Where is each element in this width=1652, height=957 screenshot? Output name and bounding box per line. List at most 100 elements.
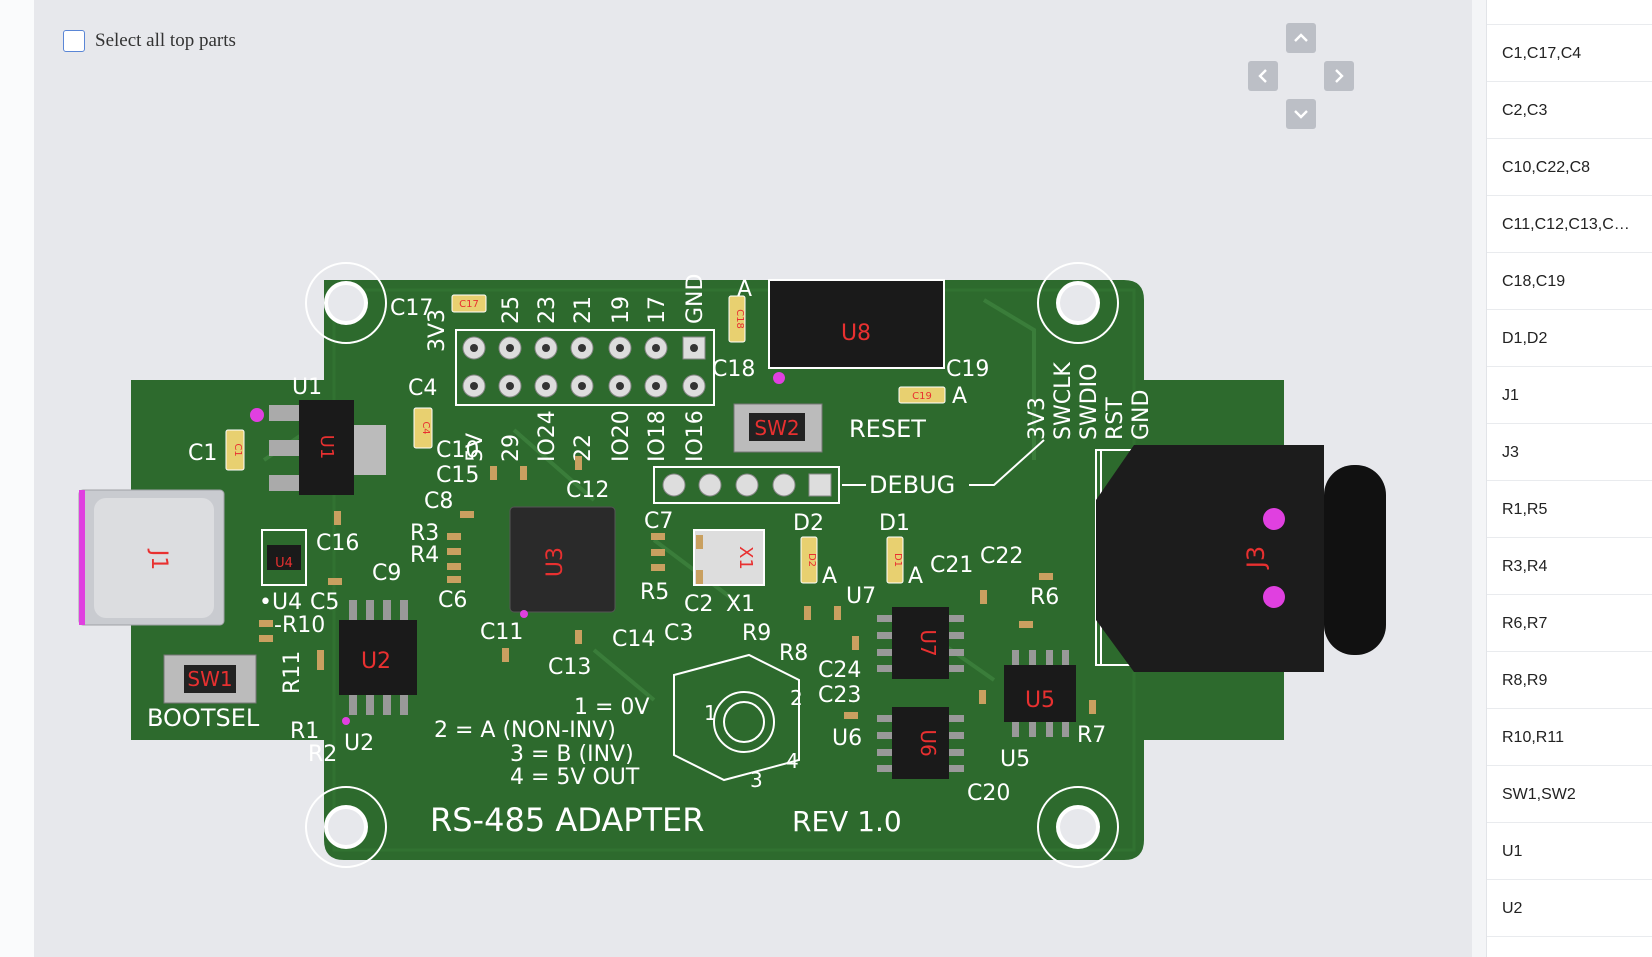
gpio-header[interactable] — [455, 329, 715, 406]
header-bottom-label: 29 — [499, 434, 524, 462]
c1-ref: C1 — [232, 443, 243, 456]
u2-chip[interactable]: U2 — [339, 600, 417, 725]
c18-ref: C18 — [734, 309, 745, 329]
board-viewer[interactable]: Select all top parts — [34, 0, 1472, 957]
parts-list-item[interactable]: R3,R4 — [1487, 538, 1652, 595]
designator-u5: U5 — [1000, 747, 1030, 772]
c19-capacitor[interactable]: C19 — [898, 386, 946, 404]
pan-up-button[interactable] — [1286, 23, 1316, 53]
designator-c5: C5 — [310, 590, 339, 615]
u2-marker — [342, 717, 350, 725]
terminal-pin-4: 4 — [786, 749, 799, 773]
parts-list-item[interactable]: C11,C12,C13,C… — [1487, 196, 1652, 253]
designator-c16: C16 — [316, 531, 359, 556]
designator-r11: R11 — [280, 651, 305, 694]
designator-c15: C15 — [436, 463, 479, 488]
sw1-bootsel-button[interactable]: SW1 — [163, 654, 257, 704]
parts-list-item[interactable]: U2 — [1487, 880, 1652, 937]
designator-u2: U2 — [344, 731, 374, 756]
rs485-terminal[interactable]: 1 2 3 4 — [673, 653, 803, 792]
c18-capacitor[interactable]: C18 — [728, 295, 746, 343]
j3-connector[interactable]: J3 — [1095, 445, 1386, 672]
reset-label: RESET — [849, 415, 926, 443]
parts-list-item[interactable]: J3 — [1487, 424, 1652, 481]
pinout-line: 1 = 0V — [574, 695, 649, 720]
u5-chip[interactable]: U5 — [1004, 650, 1076, 737]
terminal-pin-1: 1 — [704, 701, 717, 725]
x1-crystal[interactable]: X1 — [693, 529, 765, 586]
c1-capacitor[interactable]: C1 — [225, 429, 245, 471]
parts-list-item[interactable]: C18,C19 — [1487, 253, 1652, 310]
c4-capacitor[interactable]: C4 — [413, 407, 433, 449]
parts-list-item[interactable]: R10,R11 — [1487, 709, 1652, 766]
pcb-render[interactable]: J1 U1 U4 U2 — [34, 0, 1472, 957]
pinout-line: 4 = 5V OUT — [510, 765, 640, 790]
u3-marker — [520, 610, 528, 618]
header-top-label: 21 — [571, 296, 596, 324]
d1-diode[interactable]: D1 — [886, 536, 904, 584]
sw2-ref: SW2 — [754, 416, 799, 440]
designator-c3: C3 — [664, 621, 693, 646]
header-bottom-labels: 5V 29 IO24 22 IO20 IO18 IO16 — [463, 410, 708, 462]
designator-c23: C23 — [818, 683, 861, 708]
sw2-reset-button[interactable]: SW2 — [733, 403, 823, 453]
j3-ref: J3 — [1242, 546, 1270, 570]
select-all-top-parts[interactable]: Select all top parts — [63, 30, 236, 52]
left-strip — [0, 0, 34, 957]
designator-r3: R3 — [410, 521, 439, 546]
u1-regulator[interactable]: U1 — [250, 400, 386, 495]
u6-chip[interactable]: U6 — [877, 707, 964, 779]
pan-left-button[interactable] — [1248, 61, 1278, 91]
header-bottom-label: IO16 — [683, 410, 708, 462]
parts-list-item[interactable]: U1 — [1487, 823, 1652, 880]
chevron-left-icon — [1258, 69, 1267, 83]
c17-ref: C17 — [459, 299, 479, 310]
designator-x1: X1 — [726, 592, 755, 617]
parts-list-item[interactable]: D1,D2 — [1487, 310, 1652, 367]
header-top-labels: 3V3 25 23 21 19 17 GND — [425, 274, 708, 352]
parts-list-header — [1487, 0, 1652, 25]
parts-list-item[interactable]: R1,R5 — [1487, 481, 1652, 538]
designator-a: A — [908, 564, 923, 589]
sw1-ref: SW1 — [187, 667, 232, 691]
pinout-line: 2 = A (NON-INV) — [434, 718, 616, 743]
debug-header[interactable] — [653, 466, 840, 504]
parts-list-item[interactable]: R8,R9 — [1487, 652, 1652, 709]
designator-r7: R7 — [1077, 723, 1106, 748]
debug-title: DEBUG — [869, 471, 955, 499]
pan-right-button[interactable] — [1324, 61, 1354, 91]
parts-list-item[interactable]: C10,C22,C8 — [1487, 139, 1652, 196]
u4-chip[interactable]: U4 — [261, 529, 307, 586]
designator-r4: R4 — [410, 543, 439, 568]
designator-d2: D2 — [793, 511, 824, 536]
j1-usb-connector[interactable]: J1 — [78, 489, 225, 626]
parts-list-item[interactable]: C2,C3 — [1487, 82, 1652, 139]
pan-down-button[interactable] — [1286, 99, 1316, 129]
parts-list-item[interactable]: C1,C17,C4 — [1487, 25, 1652, 82]
c17-capacitor[interactable]: C17 — [451, 294, 487, 313]
designator-a: A — [952, 384, 967, 409]
header-bottom-label: IO24 — [535, 410, 560, 462]
terminal-pin-3: 3 — [750, 768, 763, 792]
select-all-checkbox[interactable] — [63, 30, 85, 52]
header-top-label: 25 — [499, 296, 524, 324]
u4-ref: U4 — [275, 556, 293, 571]
parts-list-item[interactable]: R6,R7 — [1487, 595, 1652, 652]
d2-diode[interactable]: D2 — [800, 536, 818, 584]
u3-mcu[interactable]: U3 — [509, 506, 616, 618]
designator-r5: R5 — [640, 580, 669, 605]
designator-c1: C1 — [188, 441, 217, 466]
chevron-right-icon — [1335, 69, 1344, 83]
u8-ref: U8 — [841, 321, 871, 346]
u8-chip[interactable]: U8 — [768, 279, 945, 384]
x1-ref: X1 — [735, 546, 756, 570]
u7-chip[interactable]: U7 — [877, 607, 964, 679]
designator-u4: •U4 — [259, 590, 302, 615]
designator-r6: R6 — [1030, 585, 1059, 610]
parts-list-item[interactable]: J1 — [1487, 367, 1652, 424]
designator-u6: U6 — [832, 726, 862, 751]
designator-c22: C22 — [980, 544, 1023, 569]
parts-list-item[interactable]: SW1,SW2 — [1487, 766, 1652, 823]
header-bottom-label: 5V — [463, 433, 488, 462]
